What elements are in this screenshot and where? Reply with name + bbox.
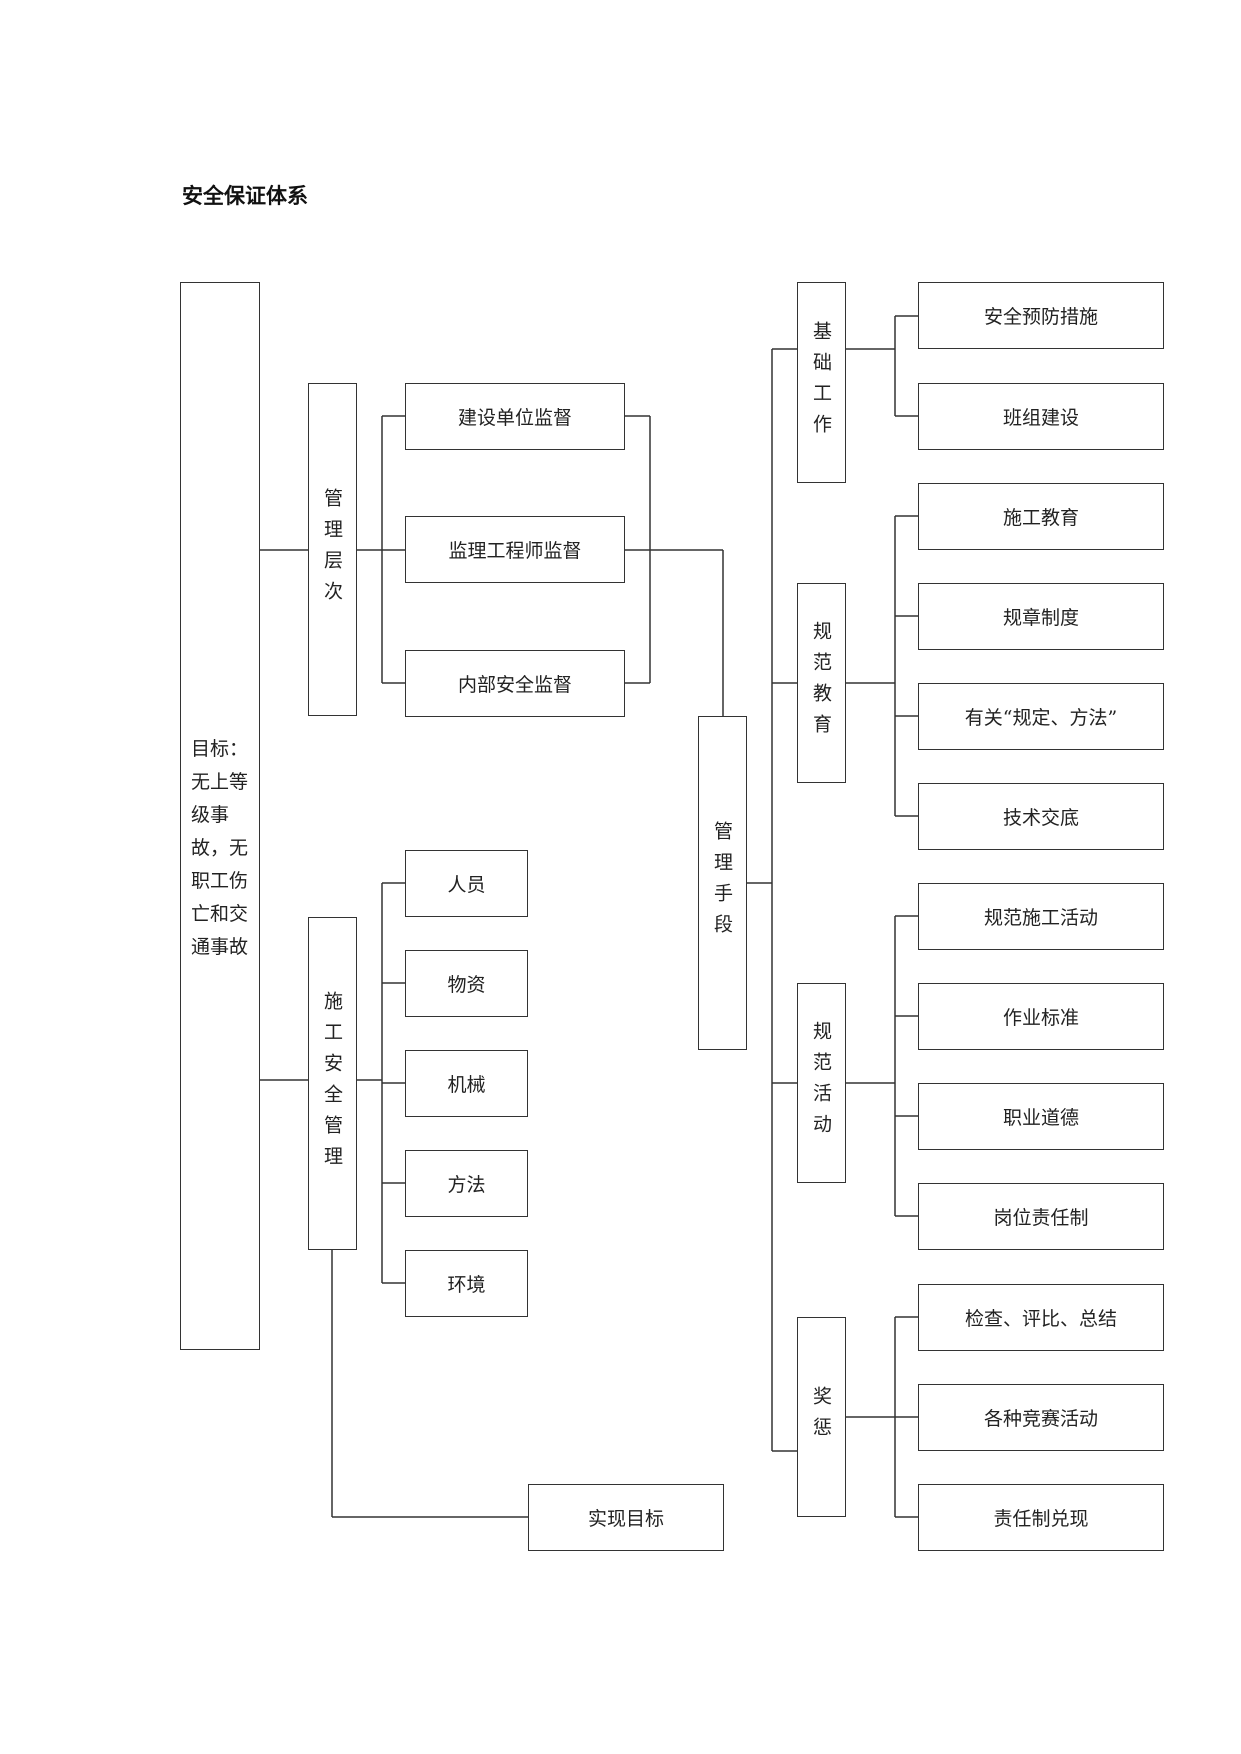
group-rewards-item: 检查、评比、总结 [918, 1284, 1164, 1351]
group-basic-work-item: 安全预防措施 [918, 282, 1164, 349]
construction-safety-label: 施工安全管理 [321, 990, 343, 1177]
construction-safety-box: 施工安全管理 [308, 917, 357, 1250]
group-rewards-item: 各种竞赛活动 [918, 1384, 1164, 1451]
construction-item-materials: 物资 [405, 950, 528, 1017]
group-education-item: 施工教育 [918, 483, 1164, 550]
management-means-box: 管理手段 [698, 716, 747, 1050]
group-rewards-label: 奖惩 [810, 1386, 832, 1448]
level-internal-safety: 内部安全监督 [405, 650, 625, 717]
group-education-item: 规章制度 [918, 583, 1164, 650]
management-levels-box: 管理层次 [308, 383, 357, 716]
management-levels-label: 管理层次 [321, 487, 343, 612]
group-activities-item: 职业道德 [918, 1083, 1164, 1150]
goal-box: 目标：无上等级事故，无职工伤亡和交通事故 [180, 282, 260, 1350]
construction-item-personnel: 人员 [405, 850, 528, 917]
construction-item-environment: 环境 [405, 1250, 528, 1317]
group-activities-box: 规范活动 [797, 983, 846, 1183]
construction-item-machinery: 机械 [405, 1050, 528, 1117]
level-supervising-engineer: 监理工程师监督 [405, 516, 625, 583]
group-basic-work-label: 基础工作 [810, 320, 832, 445]
goal-text: 目标：无上等级事故，无职工伤亡和交通事故 [191, 738, 249, 958]
group-education-item: 有关“规定、方法” [918, 683, 1164, 750]
group-basic-work-item: 班组建设 [918, 383, 1164, 450]
group-rewards-box: 奖惩 [797, 1317, 846, 1517]
group-activities-label: 规范活动 [810, 1021, 832, 1145]
group-basic-work-box: 基础工作 [797, 282, 846, 483]
page-title: 安全保证体系 [182, 184, 308, 208]
result-box: 实现目标 [528, 1484, 724, 1551]
construction-item-methods: 方法 [405, 1150, 528, 1217]
group-education-label: 规范教育 [810, 621, 832, 745]
group-education-item: 技术交底 [918, 783, 1164, 850]
group-activities-item: 岗位责任制 [918, 1183, 1164, 1250]
level-construction-unit: 建设单位监督 [405, 383, 625, 450]
group-education-box: 规范教育 [797, 583, 846, 783]
management-means-label: 管理手段 [711, 821, 733, 945]
group-activities-item: 作业标准 [918, 983, 1164, 1050]
group-rewards-item: 责任制兑现 [918, 1484, 1164, 1551]
group-activities-item: 规范施工活动 [918, 883, 1164, 950]
